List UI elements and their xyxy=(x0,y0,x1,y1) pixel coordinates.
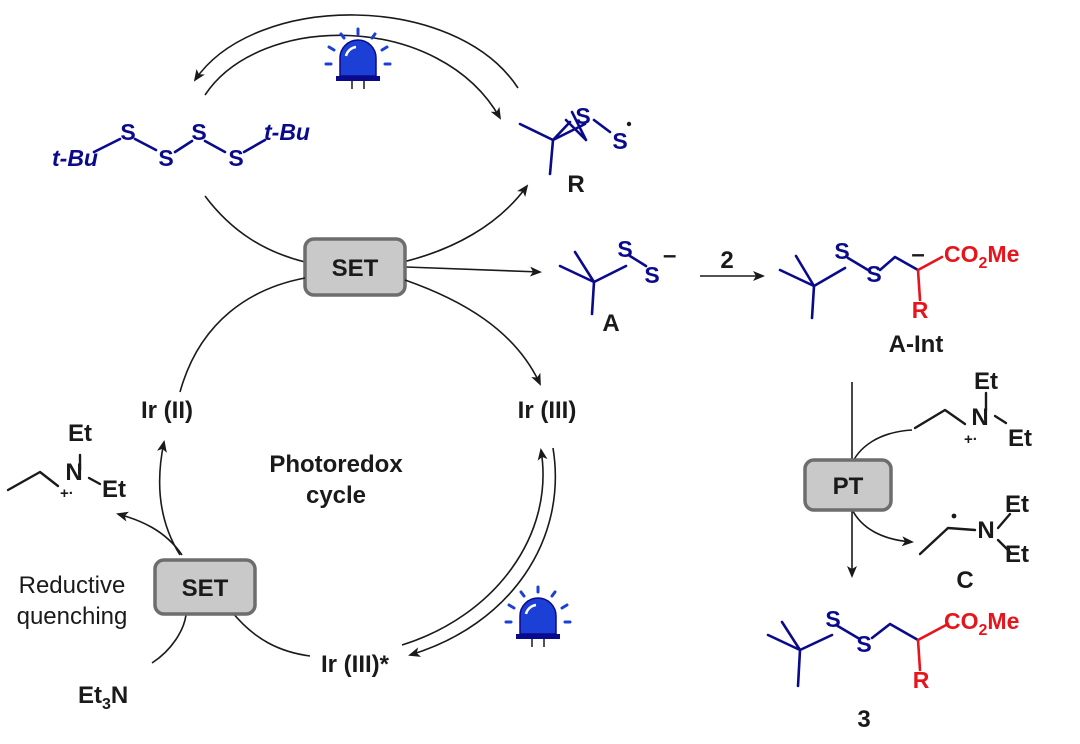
arrow-set-to-anion xyxy=(405,266,542,277)
ir2-label: Ir (II) xyxy=(141,397,193,424)
anion-A-label: A xyxy=(602,310,619,337)
radical-sulfur-1: S xyxy=(575,103,590,129)
arrow-to-radical-cation xyxy=(116,511,183,556)
reagent-2-label: 2 xyxy=(720,247,733,274)
set-box-top: SET xyxy=(303,237,407,297)
amine-radical-cation-left: Et N Et +· xyxy=(6,420,126,503)
c-et-bottom: Et xyxy=(1005,541,1029,568)
amine-right-et-right: Et xyxy=(1008,425,1032,452)
anion-charge: – xyxy=(663,242,676,269)
sulfur-2: S xyxy=(158,145,173,171)
sulfur-4: S xyxy=(228,145,243,171)
light-arc-forward xyxy=(204,34,501,120)
amine-right-charge: +· xyxy=(964,431,978,448)
amine-left-et-top: Et xyxy=(68,420,92,447)
c-radical-dot xyxy=(951,513,957,519)
et3n-label: Et3N xyxy=(78,682,128,713)
arc-ir2-to-set xyxy=(179,277,306,393)
alpha-amino-radical-C: N Et Et C xyxy=(918,491,1029,594)
perthiolate-anion-A: S S – A xyxy=(558,236,676,337)
radical-sulfur-2: S xyxy=(612,128,627,154)
arc-set-to-ir2 xyxy=(157,440,181,556)
carbanion-intermediate: S S – CO2Me R A-Int xyxy=(778,238,1019,358)
amine-left-charge: +· xyxy=(60,485,74,502)
product-label: 3 xyxy=(857,706,870,733)
ir3-excited-label: Ir (III)* xyxy=(321,651,390,678)
int-label: A-Int xyxy=(889,331,944,358)
c-et-top: Et xyxy=(1005,491,1029,518)
radical-C-label: C xyxy=(956,567,973,594)
tbu-left-label: t-Bu xyxy=(52,145,98,171)
light-arc-back xyxy=(193,14,519,89)
quenching-line2: quenching xyxy=(17,603,128,630)
pt-box: PT xyxy=(803,458,893,512)
int-sulfur-1: S xyxy=(834,238,849,264)
ir3-label: Ir (III) xyxy=(518,397,577,424)
amine-right-n: N xyxy=(971,404,988,431)
anion-sulfur-1: S xyxy=(617,236,632,262)
c-n: N xyxy=(977,517,994,544)
int-charge: – xyxy=(911,241,924,268)
perthiyl-radical-R: S S R xyxy=(518,103,632,198)
amine-left-et-right: Et xyxy=(102,476,126,503)
radical-R-label: R xyxy=(567,171,584,198)
product-R-group: R xyxy=(913,667,930,693)
anion-sulfur-2: S xyxy=(644,262,659,288)
arc-reactant-to-set xyxy=(204,195,306,263)
svg-text:SET: SET xyxy=(332,255,379,282)
int-R-group: R xyxy=(912,297,929,323)
tetrasulfide-reactant: t-Bu S S S S t-Bu xyxy=(52,119,310,171)
svg-text:PT: PT xyxy=(833,473,864,500)
product-3: S S CO2Me R 3 xyxy=(766,606,1019,733)
arc-set-to-radical xyxy=(402,184,529,263)
amine-radical-cation-right: Et N Et +· xyxy=(913,368,1032,452)
radical-dot xyxy=(626,121,632,127)
sulfur-3: S xyxy=(191,119,206,145)
amine-left-n: N xyxy=(65,459,82,486)
quenching-line1: Reductive xyxy=(19,572,126,599)
arc-et3n-to-set xyxy=(151,614,187,664)
product-ester: CO2Me xyxy=(944,608,1019,639)
light-bulb-icon xyxy=(324,27,392,89)
product-sulfur-2: S xyxy=(856,631,871,657)
arc-ir3-to-excited xyxy=(408,447,557,657)
svg-text:SET: SET xyxy=(182,575,229,602)
set-box-bottom: SET xyxy=(153,558,257,616)
light-bulb-icon xyxy=(504,585,572,647)
arc-excited-to-ir3 xyxy=(401,448,548,646)
product-sulfur-1: S xyxy=(825,606,840,632)
tbu-right-label: t-Bu xyxy=(264,119,310,145)
arc-set-to-excited xyxy=(231,611,311,657)
cycle-title-line2: cycle xyxy=(306,482,366,509)
amine-right-et-top: Et xyxy=(974,368,998,395)
arc-set-to-ir3 xyxy=(404,279,541,386)
int-sulfur-2: S xyxy=(866,261,881,287)
int-ester: CO2Me xyxy=(944,241,1019,272)
sulfur-1: S xyxy=(120,119,135,145)
cycle-title-line1: Photoredox xyxy=(269,451,403,478)
